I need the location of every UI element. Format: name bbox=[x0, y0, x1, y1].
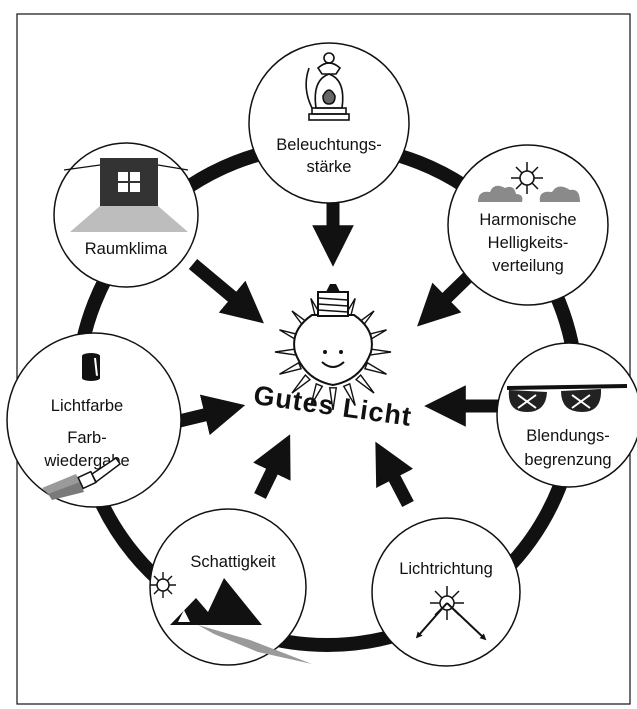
node-blendung[interactable]: Blendungs- begrenzung bbox=[496, 342, 637, 488]
node-beleuchtungsstaerke[interactable]: Beleuchtungs- stärke bbox=[248, 42, 410, 204]
lichtfarbe-line1: Lichtfarbe bbox=[51, 397, 123, 415]
bulb-ray bbox=[310, 382, 324, 406]
light-bulb-icon bbox=[274, 284, 392, 411]
node-lichtrichtung[interactable]: Lichtrichtung bbox=[371, 517, 521, 667]
room-window-icon bbox=[63, 158, 189, 232]
sunglasses-icon bbox=[506, 384, 628, 412]
bulb-ray bbox=[363, 361, 387, 375]
harmonische-line1: Harmonische bbox=[479, 211, 576, 229]
harmonische-line3: verteilung bbox=[492, 257, 564, 275]
sun-clouds-icon bbox=[478, 162, 580, 202]
node-raumklima[interactable]: Raumklima bbox=[53, 142, 199, 288]
outer-frame bbox=[16, 13, 631, 705]
beleuchtungsstaerke-line1: Beleuchtungs- bbox=[276, 136, 382, 154]
node-harmonische[interactable]: Harmonische Helligkeits- verteilung bbox=[447, 144, 609, 306]
arrow-harmonische bbox=[417, 272, 473, 327]
schattigkeit-line1: Schattigkeit bbox=[190, 553, 276, 571]
lantern-icon bbox=[305, 52, 350, 121]
blendung-line1: Blendungs- bbox=[526, 427, 609, 445]
bulb-ray bbox=[279, 361, 303, 375]
beleuchtungsstaerke-line2: stärke bbox=[307, 158, 352, 176]
node-schattigkeit[interactable]: Schattigkeit bbox=[149, 508, 312, 666]
arrow-schattigkeit bbox=[253, 434, 291, 499]
arrows bbox=[165, 193, 500, 508]
lichtrichtung-line1: Lichtrichtung bbox=[399, 560, 493, 578]
lichtfarbe-line2: Farb- bbox=[67, 429, 106, 447]
arrow-lichtrichtung bbox=[375, 441, 414, 508]
directional-light-icon bbox=[415, 586, 487, 641]
bulb-ray bbox=[328, 387, 338, 411]
raumklima-line1: Raumklima bbox=[85, 240, 168, 258]
mountain-shadow-icon bbox=[150, 572, 312, 664]
bulb-ray bbox=[354, 373, 375, 394]
blendung-line2: begrenzung bbox=[524, 451, 611, 469]
node-lichtfarbe[interactable]: Lichtfarbe Farb- wiedergabe bbox=[6, 332, 182, 508]
harmonische-line2: Helligkeits- bbox=[488, 234, 569, 252]
paint-brush-icon bbox=[42, 456, 122, 500]
bulb-ray bbox=[342, 382, 356, 406]
arrow-raumklima bbox=[188, 259, 264, 324]
paint-can-icon bbox=[82, 353, 100, 381]
bulb-ray bbox=[291, 373, 312, 394]
